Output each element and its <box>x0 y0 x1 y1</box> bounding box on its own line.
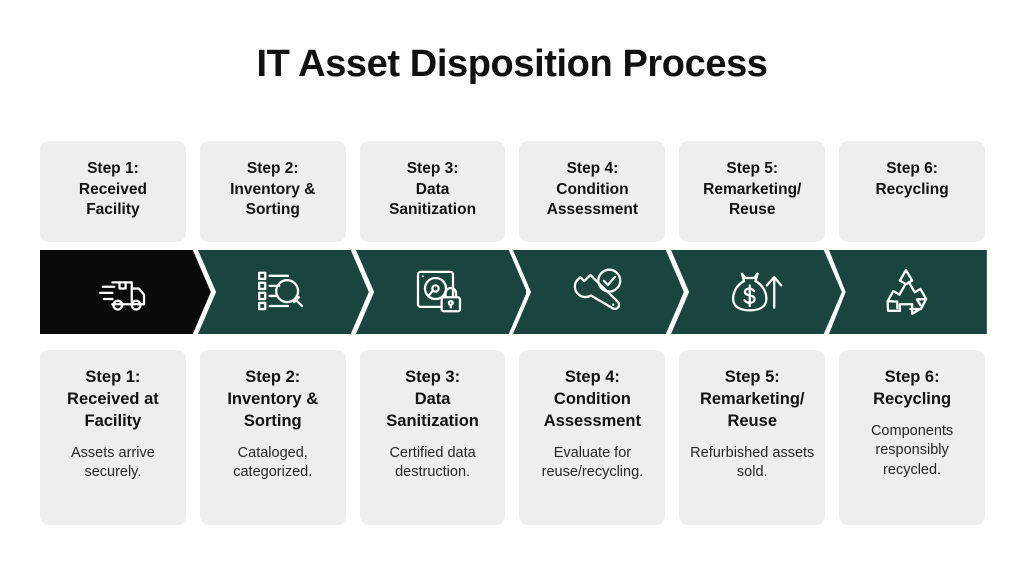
bottom-card-title: Step 6:Recycling <box>873 368 952 408</box>
bottom-card-step-5[interactable]: Step 5:Remarketing/Reuse Refurbished ass… <box>679 350 826 525</box>
top-card-step-2[interactable]: Step 2:Inventory &Sorting <box>199 141 346 242</box>
chevron-shape <box>197 250 369 334</box>
top-card-label: Step 6:Recycling <box>875 160 949 198</box>
chevron-shape <box>513 250 685 334</box>
wrench-check-icon <box>569 264 625 320</box>
bottom-card-step-2[interactable]: Step 2:Inventory &Sorting Cataloged, cat… <box>199 350 346 525</box>
page-title: IT Asset Disposition Process <box>256 43 768 85</box>
bottom-card-description: Cataloged, categorized. <box>233 444 313 481</box>
money-bag-arrow-up-icon <box>727 264 783 320</box>
delivery-truck-icon <box>95 264 151 320</box>
chevron-shape <box>355 250 527 334</box>
bottom-card-step-6[interactable]: Step 6:Recycling Components responsibly … <box>839 350 985 525</box>
bottom-card-description: Components responsibly recycled. <box>870 422 954 478</box>
bottom-card-description: Evaluate for reuse/recycling. <box>541 444 644 481</box>
bottom-card-title: Step 2:Inventory &Sorting <box>227 368 319 430</box>
chevron-step-6[interactable] <box>829 250 987 334</box>
recycle-icon <box>878 264 934 320</box>
bottom-card-title: Step 5:Remarketing/Reuse <box>699 368 805 430</box>
bottom-card-description: Refurbished assets sold. <box>690 444 815 481</box>
chevron-step-1[interactable] <box>40 250 211 334</box>
top-card-label: Step 5:Remarketing/Reuse <box>703 160 802 219</box>
chevron-shape <box>829 250 987 334</box>
top-card-step-5[interactable]: Step 5:Remarketing/Reuse <box>679 141 826 242</box>
checklist-magnifier-icon <box>253 264 309 320</box>
harddrive-lock-icon <box>411 264 467 320</box>
chevron-step-4[interactable] <box>513 250 685 334</box>
chevron-step-2[interactable] <box>197 250 369 334</box>
chevron-shape <box>40 250 211 334</box>
top-card-label: Step 2:Inventory &Sorting <box>230 160 316 219</box>
chevron-step-3[interactable] <box>355 250 527 334</box>
chevron-shape <box>671 250 843 334</box>
chevron-process-band <box>40 250 987 334</box>
chevron-step-5[interactable] <box>671 250 843 334</box>
top-card-step-6[interactable]: Step 6:Recycling <box>839 141 985 242</box>
bottom-card-description: Certified data destruction. <box>389 444 476 481</box>
bottom-card-description: Assets arrive securely. <box>71 444 155 481</box>
